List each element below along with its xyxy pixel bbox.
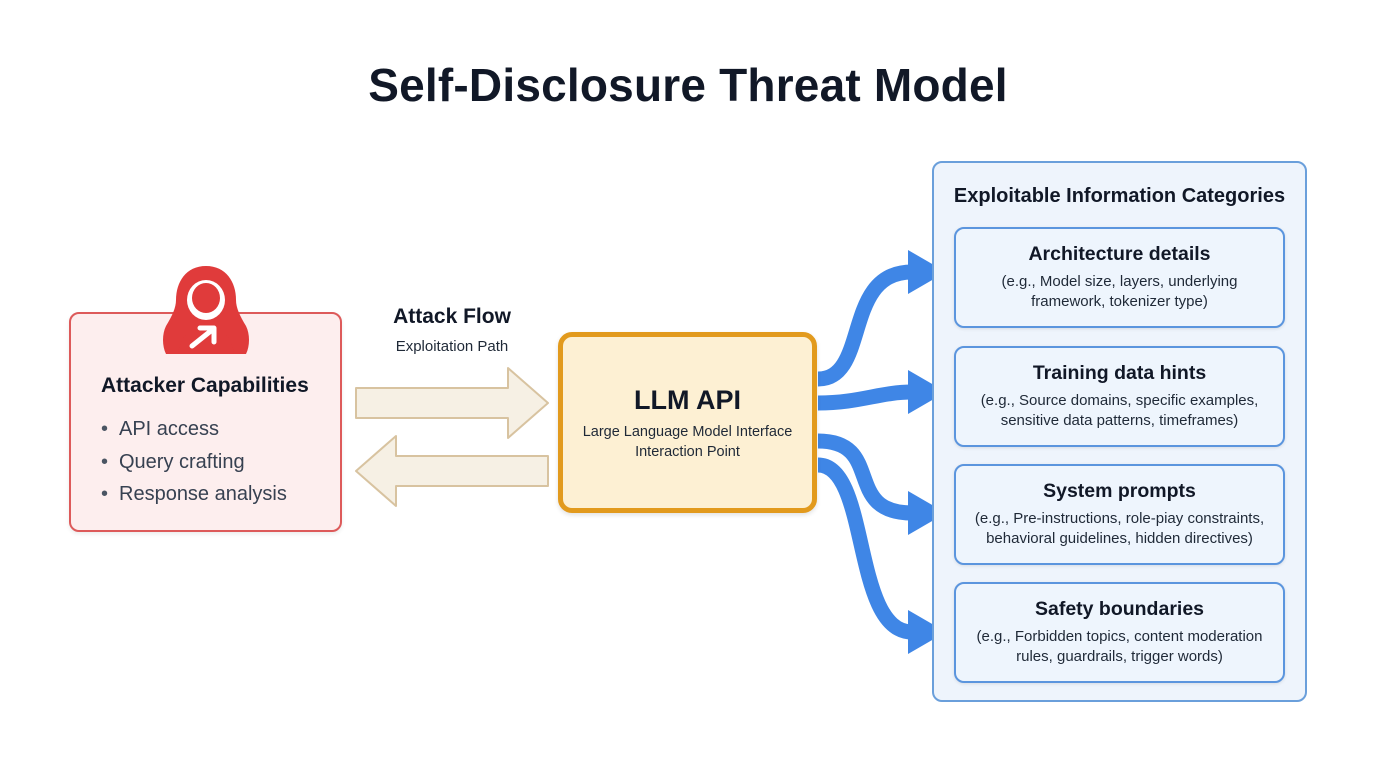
category-description: (e.g., Pre-instructions, role-piay const… (974, 510, 1265, 547)
bullet: • (101, 418, 109, 440)
return-flow-arrow (355, 435, 549, 507)
arrowhead-training (908, 370, 946, 414)
arrow-to-system-prompts (817, 433, 913, 521)
exploitable-categories-panel: Exploitable Information Categories Archi… (932, 161, 1307, 702)
panel-title: Exploitable Information Categories (953, 185, 1286, 207)
llm-api-subtitle: Large Language Model Interface Interacti… (563, 422, 812, 462)
list-item: • API access (101, 414, 287, 447)
category-system-prompts: System prompts (e.g., Pre-instructions, … (954, 464, 1285, 565)
category-title: Training data hints (1032, 362, 1207, 384)
list-item: • Query crafting (101, 447, 287, 480)
attack-flow-title: Attack Flow (393, 305, 511, 328)
category-title: System prompts (1043, 480, 1196, 502)
category-description: (e.g., Forbidden topics, content moderat… (976, 628, 1263, 665)
category-title: Safety boundaries (1034, 598, 1205, 620)
llm-api-box: LLM API Large Language Model Interface I… (558, 332, 817, 513)
category-title: Architecture details (1028, 243, 1211, 265)
page-title: Self-Disclosure Threat Model (368, 59, 1008, 111)
attacker-capabilities-title: Attacker Capabilities (101, 374, 309, 397)
bullet: • (101, 483, 109, 505)
llm-api-title: LLM API (634, 385, 741, 415)
arrowhead-architecture (908, 250, 946, 294)
arrow-to-safety (816, 457, 914, 640)
attack-flow-subtitle: Exploitation Path (395, 338, 509, 355)
arrowhead-safety (908, 610, 946, 654)
category-description: (e.g., Model size, layers, underlying fr… (1001, 273, 1238, 310)
forward-flow-arrow (355, 367, 549, 439)
capabilities-list: • API access • Query crafting • Response an… (101, 414, 287, 512)
category-safety-boundaries: Safety boundaries (e.g., Forbidden topic… (954, 582, 1285, 683)
llm-subtitle-line: Interaction Point (635, 444, 740, 460)
capability-label: Query crafting (119, 450, 245, 473)
list-item: • Response analysis (101, 479, 287, 512)
arrow-to-training (817, 384, 913, 411)
llm-subtitle-line: Large Language Model Interface (582, 424, 793, 440)
category-description: (e.g., Source domains, specific examples… (980, 392, 1259, 429)
capability-label: API access (119, 418, 220, 440)
category-training-data: Training data hints (e.g., Source domain… (954, 346, 1285, 447)
category-architecture: Architecture details (e.g., Model size, … (954, 227, 1285, 328)
hooded-attacker-icon (163, 266, 249, 354)
arrowhead-system-prompts (908, 491, 946, 535)
arrow-to-architecture (817, 264, 913, 387)
bullet: • (101, 450, 109, 473)
capability-label: Response analysis (119, 483, 287, 505)
